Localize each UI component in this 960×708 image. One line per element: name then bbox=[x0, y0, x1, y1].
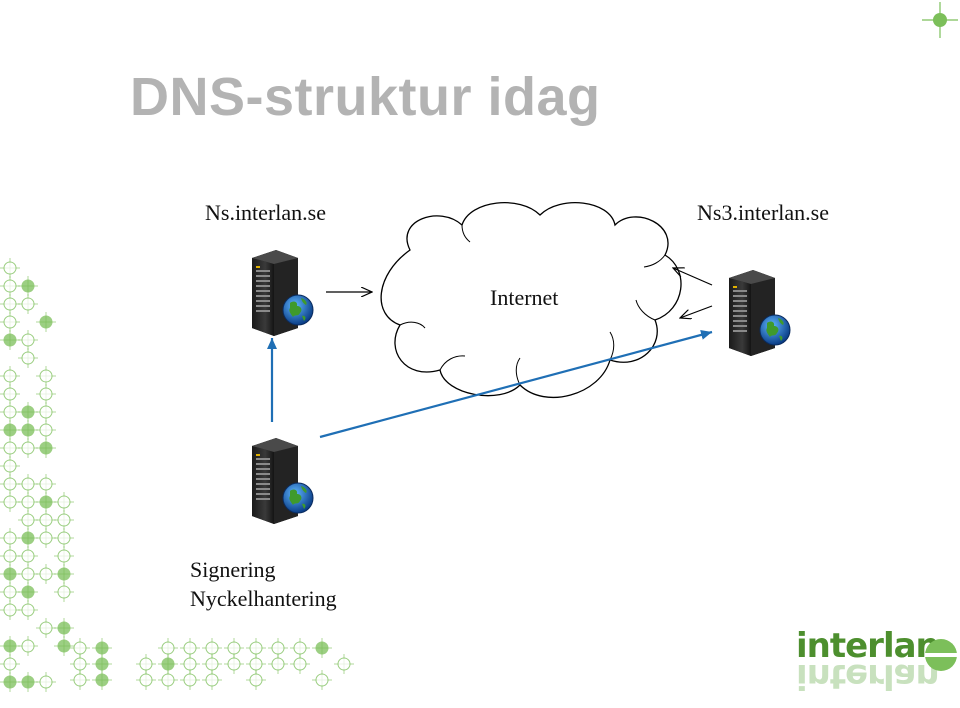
signer-label-line2: Nyckelhantering bbox=[190, 586, 337, 611]
server-globe-icon bbox=[728, 269, 791, 357]
interlan-logo: interlan interlan bbox=[796, 626, 960, 696]
internet-label: Internet bbox=[490, 285, 559, 310]
server-globe-icon bbox=[251, 437, 314, 525]
signer-label-line1: Signering bbox=[190, 557, 276, 582]
crosshair-icon bbox=[933, 13, 947, 27]
page-title: DNS-struktur idag bbox=[130, 67, 601, 127]
secondary-server-label: Ns3.interlan.se bbox=[697, 200, 829, 225]
arrow-signer-to-secondary bbox=[319, 330, 713, 439]
arrow-secondary-to-internet-top bbox=[673, 268, 713, 286]
primary-server-label: Ns.interlan.se bbox=[205, 200, 326, 225]
logo-text: interlan bbox=[796, 626, 940, 666]
server-globe-icon bbox=[251, 249, 314, 337]
cloud-icon bbox=[380, 202, 682, 399]
logo-reflection: interlan bbox=[796, 656, 939, 696]
signer-server-label: Signering Nyckelhantering bbox=[190, 555, 337, 613]
logo-circle-icon bbox=[925, 639, 957, 671]
arrow-secondary-to-internet-bottom bbox=[680, 305, 713, 318]
